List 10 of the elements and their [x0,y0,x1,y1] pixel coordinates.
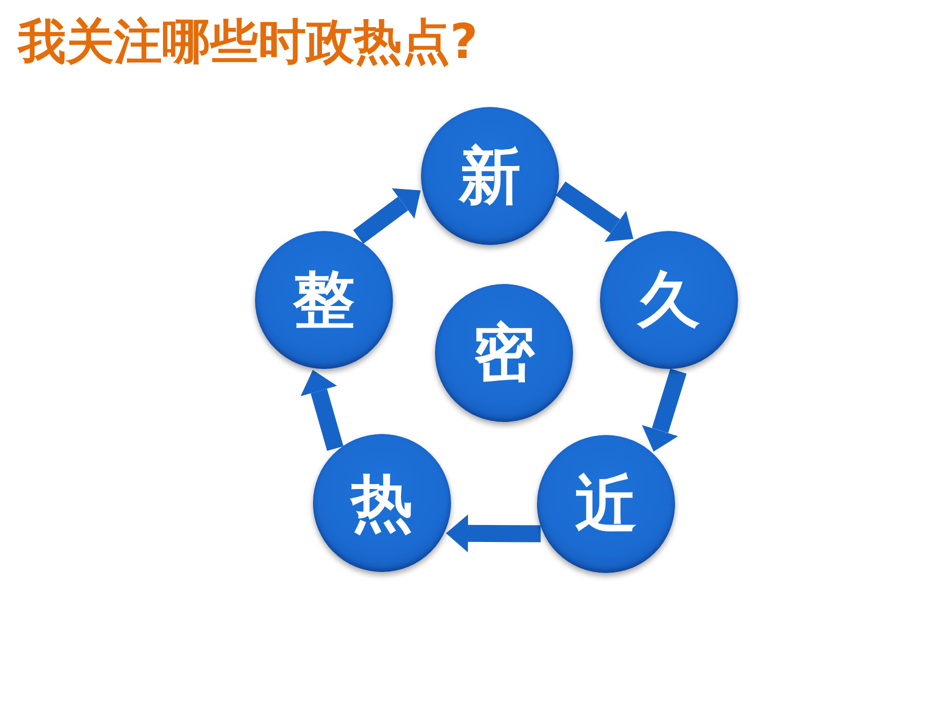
node-text: 新 [459,145,521,207]
block-arrow [642,368,687,454]
block-arrow [446,514,541,552]
title: 我关注哪些时政热点? [18,14,478,72]
node-text: 久 [638,269,700,331]
node-text: 热 [351,472,413,534]
node-text: 整 [293,269,355,331]
node-text: 密 [473,322,535,384]
block-arrow [300,368,344,451]
node-text: 近 [575,473,637,535]
